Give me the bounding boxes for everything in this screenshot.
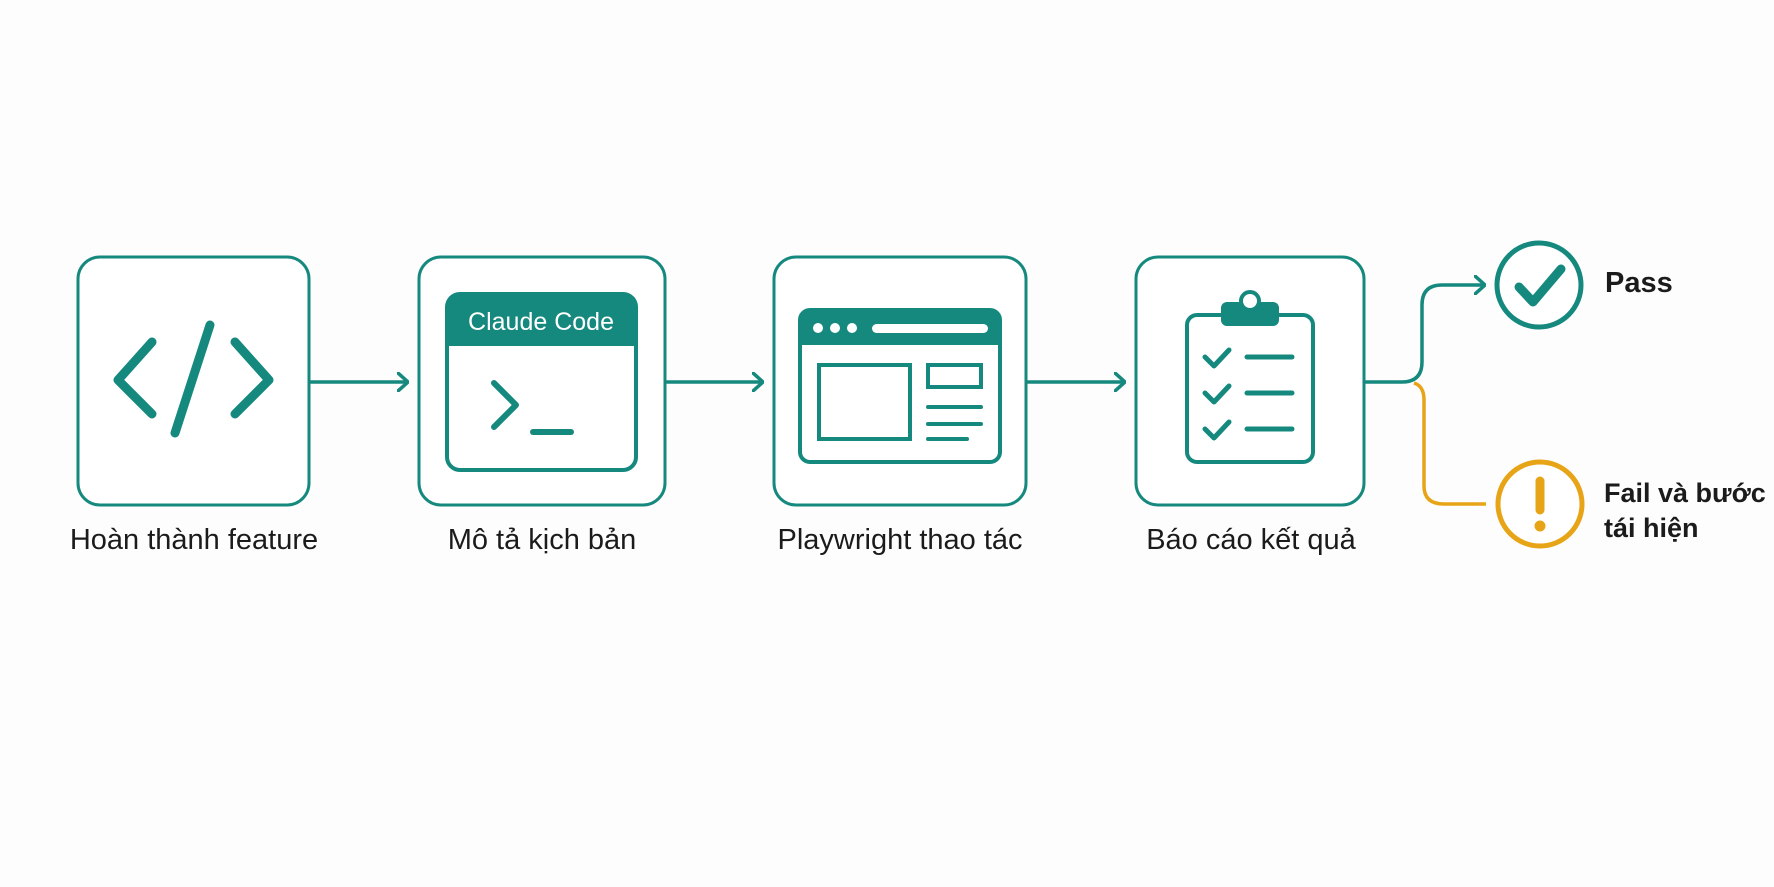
- fail-label: Fail và bước tái hiện: [1604, 476, 1766, 546]
- pass-label: Pass: [1605, 267, 1673, 299]
- clipboard-checklist-icon: [1185, 290, 1315, 464]
- browser-window-icon: [798, 308, 1002, 464]
- terminal-window-icon: Claude Code: [445, 292, 638, 472]
- step-box-hoan-thanh-feature: [76, 255, 311, 507]
- prompt-chevron: [491, 380, 519, 430]
- step-label-playwright-thao-tac: Playwright thao tác: [777, 524, 1023, 556]
- step-label-mo-ta-kich-ban: Mô tả kịch bản: [447, 524, 637, 556]
- step-label-hoan-thanh-feature: Hoàn thành feature: [69, 524, 319, 556]
- fail-label-line-2: tái hiện: [1604, 513, 1699, 543]
- branch-connector-fail: [1413, 381, 1486, 506]
- step-box-bao-cao-ket-qua: [1134, 255, 1366, 507]
- step-box-playwright-thao-tac: [772, 255, 1028, 507]
- fail-label-line-1: Fail và bước: [1604, 478, 1766, 508]
- code-icon: [113, 320, 274, 438]
- step-label-bao-cao-ket-qua: Báo cáo kết quả: [1146, 524, 1356, 556]
- branch-connector-pass: [1364, 285, 1485, 384]
- step-box-mo-ta-kich-ban: Claude Code: [417, 255, 667, 507]
- check-circle-icon: [1494, 240, 1584, 330]
- terminal-window-title: Claude Code: [468, 308, 614, 336]
- exclamation-circle-icon: [1495, 459, 1585, 549]
